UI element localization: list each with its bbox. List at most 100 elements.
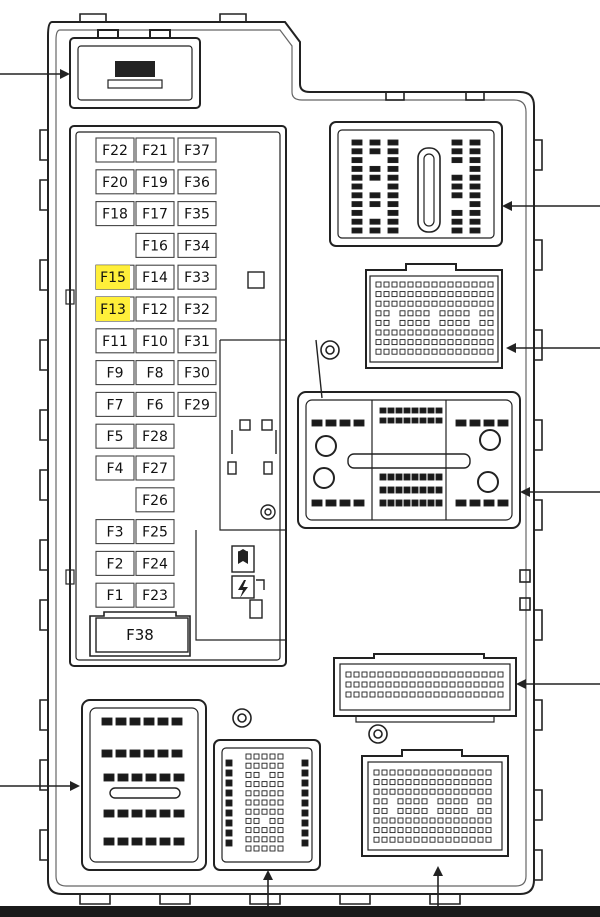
- fuse-F35-label: F35: [184, 207, 210, 223]
- fuse-F13-label: F13: [100, 302, 126, 318]
- connector-pin: [173, 773, 185, 782]
- fuse-F12[interactable]: F12: [135, 296, 175, 322]
- fuse-F19[interactable]: F19: [135, 169, 175, 195]
- connector-pin: [387, 201, 399, 208]
- connector-pin: [473, 671, 480, 678]
- connector-pin: [103, 809, 115, 818]
- connector-pin: [471, 281, 478, 288]
- connector-pin: [413, 769, 420, 776]
- connector-pin: [439, 300, 446, 307]
- connector-pin: [369, 691, 376, 698]
- connector-pin: [463, 319, 470, 326]
- connector-pin: [253, 790, 260, 797]
- connector-pin: [411, 499, 419, 507]
- connector-pin: [409, 681, 416, 688]
- connector-pin: [389, 817, 396, 824]
- fuse-F23[interactable]: F23: [135, 582, 175, 608]
- fuse-F25[interactable]: F25: [135, 519, 175, 545]
- fuse-F17[interactable]: F17: [135, 201, 175, 227]
- fuse-F27[interactable]: F27: [135, 455, 175, 481]
- fuse-F36-label: F36: [184, 175, 210, 191]
- fuse-F36[interactable]: F36: [177, 169, 217, 195]
- connector-pin: [375, 281, 382, 288]
- fuse-F11[interactable]: F11: [95, 328, 135, 354]
- fuse-F35[interactable]: F35: [177, 201, 217, 227]
- connector-pin: [423, 319, 430, 326]
- connector-pin: [469, 227, 481, 234]
- connector-pin: [393, 691, 400, 698]
- connector-pin: [395, 417, 403, 424]
- connector-pin: [269, 790, 276, 797]
- fuse-F32[interactable]: F32: [177, 296, 217, 322]
- fuse-F21[interactable]: F21: [135, 137, 175, 163]
- housing: [47, 21, 535, 895]
- fuse-F7-label: F7: [107, 397, 124, 413]
- fuse-F5[interactable]: F5: [95, 423, 135, 449]
- fuse-F13[interactable]: F13: [95, 296, 135, 322]
- fuse-F8[interactable]: F8: [135, 360, 175, 386]
- fuse-F3[interactable]: F3: [95, 519, 135, 545]
- connector-pin: [397, 807, 404, 814]
- connector-pin: [445, 779, 452, 786]
- connector-pin: [415, 310, 422, 317]
- connector-pin: [269, 771, 276, 778]
- connector-pin: [387, 473, 395, 481]
- connector-pin: [373, 807, 380, 814]
- connector-pin: [369, 148, 381, 155]
- fuse-F10[interactable]: F10: [135, 328, 175, 354]
- connector-pin: [409, 671, 416, 678]
- connector-pin: [411, 473, 419, 481]
- connector-pin: [431, 291, 438, 298]
- fuse-F22[interactable]: F22: [95, 137, 135, 163]
- fuse-F14[interactable]: F14: [135, 264, 175, 290]
- fuse-F18[interactable]: F18: [95, 201, 135, 227]
- fuse-F33[interactable]: F33: [177, 264, 217, 290]
- fuse-F37[interactable]: F37: [177, 137, 217, 163]
- lightning-icon: [238, 580, 248, 598]
- fuse-F38[interactable]: F38: [89, 611, 191, 657]
- fuse-F30[interactable]: F30: [177, 360, 217, 386]
- connector-pin: [421, 827, 428, 834]
- connector-pin: [391, 291, 398, 298]
- fuse-F7[interactable]: F7: [95, 391, 135, 417]
- fuse-F15[interactable]: F15: [95, 264, 135, 290]
- fuse-F20[interactable]: F20: [95, 169, 135, 195]
- connector-pin: [373, 779, 380, 786]
- connector-pin: [397, 817, 404, 824]
- fuse-F28[interactable]: F28: [135, 423, 175, 449]
- connector-pin: [387, 209, 399, 216]
- fuse-F9[interactable]: F9: [95, 360, 135, 386]
- connector-pin: [145, 837, 157, 846]
- connector-pin: [369, 681, 376, 688]
- connector-pin: [423, 281, 430, 288]
- connector-pin: [253, 845, 260, 852]
- connector-pin: [351, 165, 363, 172]
- connector-pin: [439, 339, 446, 346]
- fuse-F1[interactable]: F1: [95, 582, 135, 608]
- connector-pin: [351, 139, 363, 146]
- connector-pin: [447, 291, 454, 298]
- connector-pin: [387, 417, 395, 424]
- fuse-F6[interactable]: F6: [135, 391, 175, 417]
- connector-pin: [429, 788, 436, 795]
- fuse-F16[interactable]: F16: [135, 232, 175, 258]
- connector-pin: [419, 499, 427, 507]
- connector-pin: [225, 819, 233, 827]
- connector-pin: [469, 779, 476, 786]
- connector-pin: [369, 671, 376, 678]
- fuse-F24[interactable]: F24: [135, 550, 175, 576]
- connector-pin: [469, 218, 481, 225]
- connector-pin: [345, 691, 352, 698]
- fuse-F31[interactable]: F31: [177, 328, 217, 354]
- fuse-F13-highlight: [96, 297, 130, 321]
- fuse-F4[interactable]: F4: [95, 455, 135, 481]
- fuse-F26[interactable]: F26: [135, 487, 175, 513]
- fuse-F29[interactable]: F29: [177, 391, 217, 417]
- connector-pin: [453, 807, 460, 814]
- connector-pin: [487, 281, 494, 288]
- connector-pin: [453, 798, 460, 805]
- fuse-F34[interactable]: F34: [177, 232, 217, 258]
- connector-pin: [421, 817, 428, 824]
- fuse-F2[interactable]: F2: [95, 550, 135, 576]
- fuse-F11-label: F11: [102, 334, 128, 350]
